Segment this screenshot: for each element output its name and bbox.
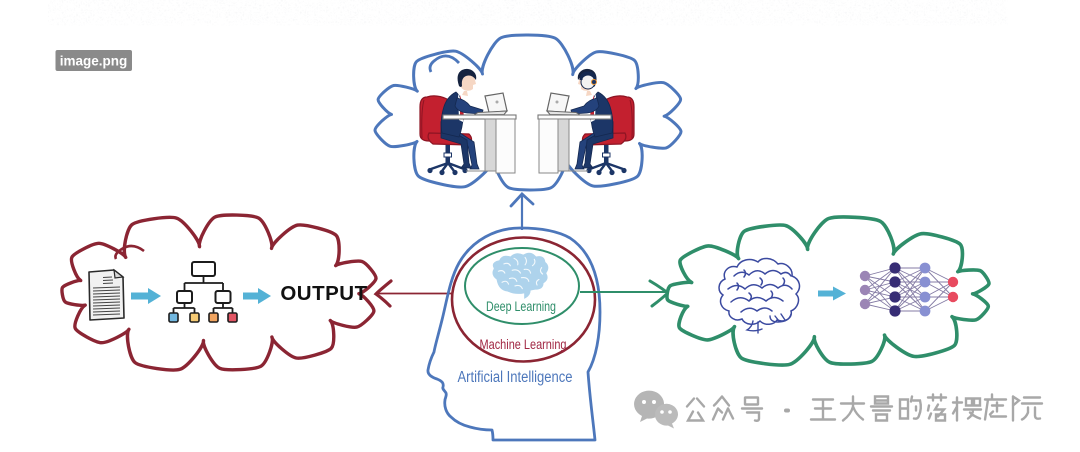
svg-text:Artificial Intelligence: Artificial Intelligence xyxy=(458,369,573,386)
svg-text:OUTPUT: OUTPUT xyxy=(280,282,367,305)
svg-text:image.png: image.png xyxy=(60,54,128,69)
svg-text:Deep Learning: Deep Learning xyxy=(486,298,556,314)
svg-text:Machine Learning: Machine Learning xyxy=(480,336,567,352)
